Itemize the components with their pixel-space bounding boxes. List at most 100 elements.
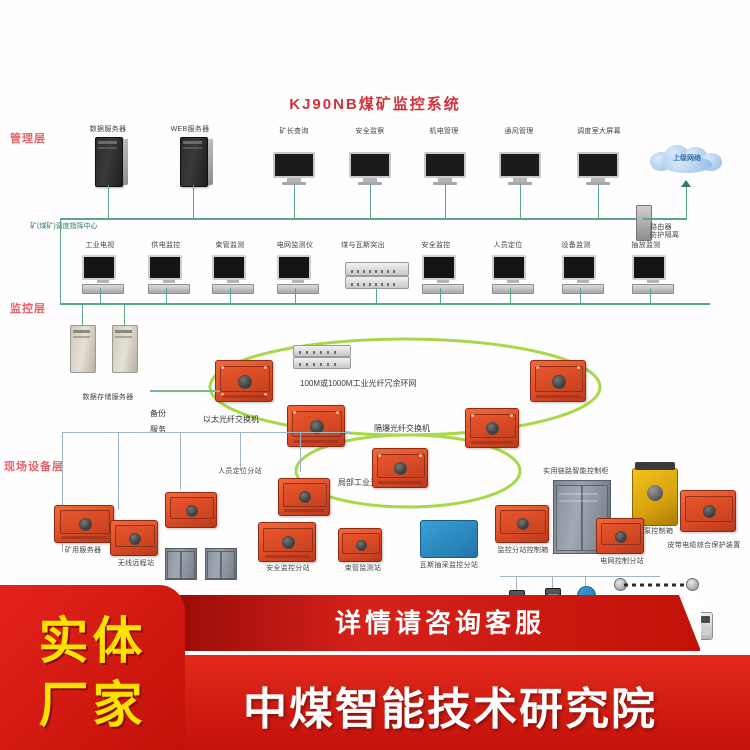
cloud-upper-network: 上级网络 [650,144,724,174]
link-storage0-bus [82,305,83,325]
link-server-1-bus [193,185,194,219]
arrow-up-icon [681,180,691,187]
banner-left: 实体 厂家 [0,585,185,750]
storage-server-0 [70,325,96,373]
storage-server-1 [112,325,138,373]
fiber-switch-ring-right [530,360,586,402]
field-device-gas-drainage [420,520,478,558]
layer-label-field: 现场设备层 [4,461,64,473]
field-device-label-3: 安全监控分站 [266,565,310,572]
field-device-label-10: 皮带电缆综合保护装置 [667,542,741,549]
workstation-0 [82,255,124,294]
banner-middle-text: 详情请咨询客服 [334,608,545,638]
monitor-3 [499,152,541,185]
field-drop-1 [180,432,181,490]
field-device-substation-control-box [495,505,549,543]
link-ws6-bus [510,288,511,304]
sensor-bus [500,576,660,577]
link-storage1-bus [124,305,125,325]
fiber-switch-ethernet-label: 以太光纤交换机 [203,415,259,424]
link-monitor-2-bus [445,184,446,219]
workstation-label-1: 供电监控 [151,242,181,249]
workstation-2 [212,255,254,294]
fiber-switch-explosionproof-label: 隔爆光纤交换机 [374,424,430,433]
workstation-1 [148,255,190,294]
monitor-4 [577,152,619,185]
banner-left-line2: 厂家 [38,677,147,733]
workstation-3 [277,255,319,294]
ring-rack-switch-1 [293,357,351,369]
field-device-pump-control [632,462,678,526]
link-storage-ring [150,390,220,392]
fiber-switch-subring-left [278,478,330,516]
workstation-label-3: 电网监测仪 [276,242,314,249]
layer-label-management: 管理层 [10,133,46,145]
field-device-label-9: 电网控制分站 [600,558,644,565]
field-device-label-8: 水泵控制箱 [636,528,674,535]
sensor-drop-1 [552,576,553,588]
link-ws1-bus [166,288,167,304]
field-device-personnel-locating [165,492,217,528]
bus-label-dispatch-center: 矿(煤矿)调度指挥中心 [30,223,98,230]
gateway-device [636,205,652,241]
cloud-label: 上级网络 [673,155,701,162]
link-monitor-3-bus [520,184,521,219]
link-cloud-gateway [686,182,687,218]
link-monitor-4-bus [598,184,599,219]
link-monitor-1-bus [370,184,371,219]
link-gateway-bus [643,218,687,220]
workstation-label-5: 安全监控 [421,242,451,249]
workstation-8 [632,255,674,294]
workstation-label-7: 设备监测 [561,242,591,249]
banner-bottom: 中煤智能技术研究院 [149,655,750,750]
field-device-label-5: 瓦斯抽采监控分站 [419,562,479,569]
workstation-7 [562,255,604,294]
field-device-safety-substation [258,522,316,562]
monitor-2 [424,152,466,185]
ring-rack-switch-0 [293,345,351,357]
link-management-monitoring [60,218,61,304]
field-drop-0 [118,432,119,510]
server-label-web: WEB服务器 [170,126,210,133]
wireless-dotted-link [624,583,688,587]
monitor-label-1: 安全监察 [355,128,385,135]
field-device-label-0: 矿用服务器 [64,547,102,554]
aux-label-backup: 服务 [150,425,166,434]
field-device-label-7: 实用链路智能控制柜 [543,468,609,475]
aux-label-service: 备份 [150,409,166,418]
banner-left-line1: 实体 [38,613,147,669]
field-device-tube-monitor [338,528,382,562]
fiber-switch-explosionproof [465,408,519,448]
workstation-5 [422,255,464,294]
monitor-label-4: 调度室大屏幕 [577,128,621,135]
page-title: KJ90NB煤矿监控系统 [0,93,750,114]
field-device-grid-control [596,518,644,554]
monitor-1 [349,152,391,185]
field-device-mine-server [54,505,114,543]
workstation-label-4: 煤与瓦斯突出 [341,242,385,249]
field-drop-2 [240,432,241,470]
banner-bottom-text: 中煤智能技术研究院 [243,685,657,734]
workstation-label-8: 抽放监测 [631,242,661,249]
field-device-label-1: 无线远程站 [117,560,155,567]
monitor-label-0: 矿长查询 [279,128,309,135]
layer-label-monitoring: 监控层 [10,303,46,315]
gateway-label-firewall: 防护隔离 [650,232,680,239]
link-ws3-bus [295,288,296,304]
link-ws5-bus [440,288,441,304]
link-ws0-bus [100,288,101,304]
field-device-wireless-remote [110,520,158,556]
link-monitor-0-bus [294,184,295,219]
server-label-data: 数据服务器 [89,126,127,133]
field-cabinet-small-0 [165,548,197,580]
link-rack-bus [376,288,377,304]
server-web [180,137,213,187]
sensor-drop-2 [585,576,586,586]
workstation-label-0: 工业电视 [85,242,115,249]
field-trunk-horizontal [62,432,352,433]
management-bus [60,218,660,220]
field-drop-3 [300,432,301,472]
workstation-label-6: 人员定位 [493,242,523,249]
monitor-label-3: 通风管理 [504,128,534,135]
